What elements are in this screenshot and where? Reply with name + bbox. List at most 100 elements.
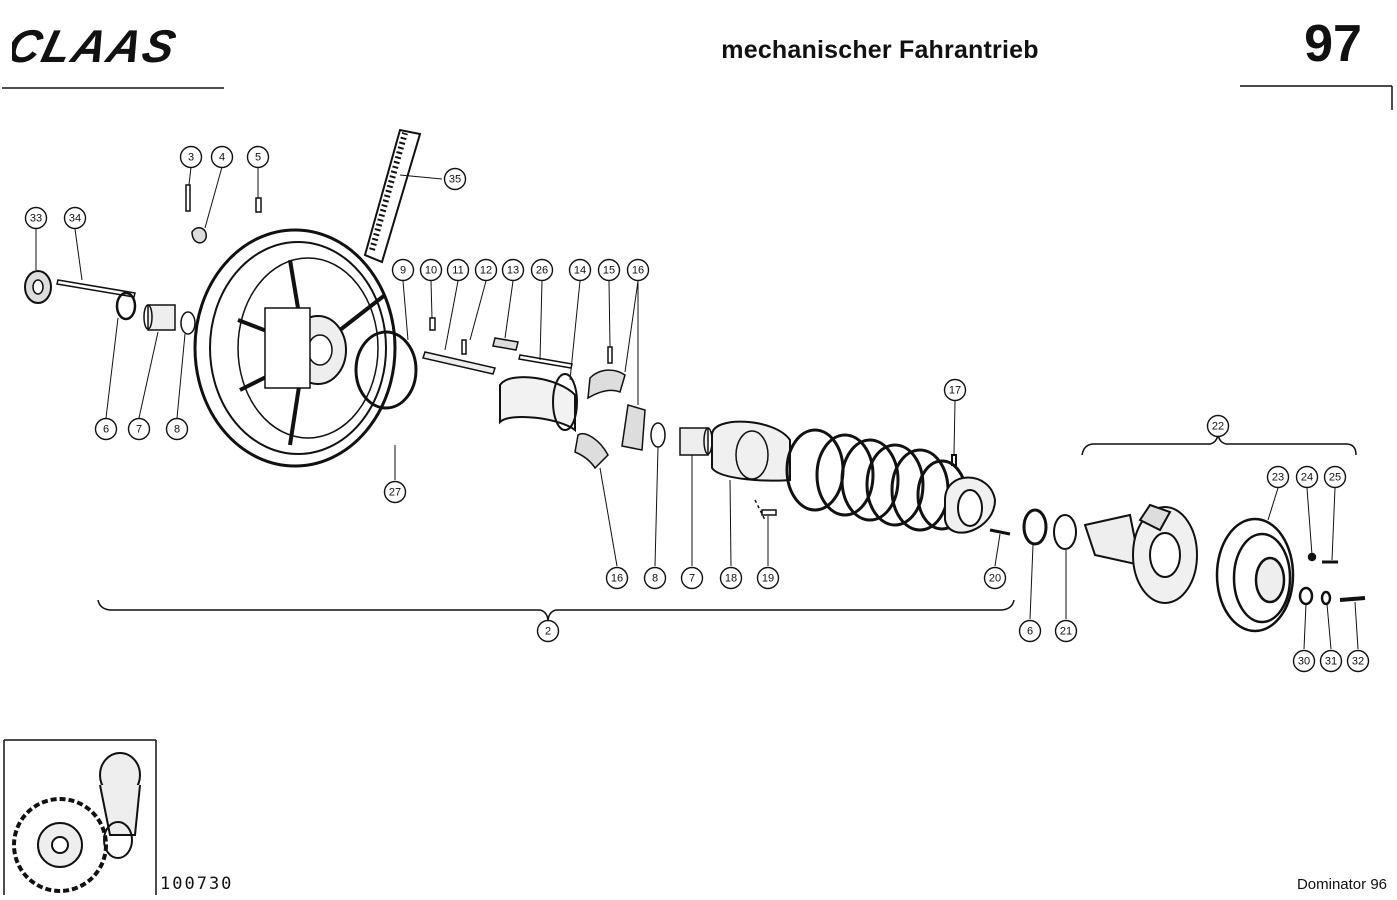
callout-label: 6 — [1027, 626, 1033, 638]
compression-spring-part — [785, 428, 968, 532]
callout-7: 7 — [680, 566, 704, 590]
callout-circle — [530, 258, 554, 282]
brake-drum-part — [1215, 517, 1366, 633]
callout-14: 14 — [568, 258, 592, 282]
callout-33: 33 — [24, 206, 48, 230]
callout-label: 16 — [632, 265, 644, 277]
callout-circle — [165, 417, 189, 441]
document-number: 100730 — [160, 874, 234, 894]
callout-label: 9 — [400, 265, 406, 277]
callout-label: 27 — [389, 487, 401, 499]
callout-circle — [943, 378, 967, 402]
callout-label: 30 — [1298, 656, 1310, 668]
callout-label: 34 — [69, 213, 81, 225]
callout-circle — [719, 566, 743, 590]
callout-circle — [536, 619, 560, 643]
callout-20: 20 — [983, 566, 1007, 590]
callout-24: 24 — [1295, 465, 1319, 489]
hub-part — [1083, 503, 1198, 604]
callout-circle — [383, 480, 407, 504]
callout-circle — [1323, 465, 1347, 489]
callout-27: 27 — [383, 480, 407, 504]
callout-label: 8 — [174, 424, 180, 436]
callout-circle — [391, 258, 415, 282]
callout-32: 32 — [1346, 649, 1370, 673]
callout-8: 8 — [643, 566, 667, 590]
callout-15: 15 — [597, 258, 621, 282]
callout-9: 9 — [391, 258, 415, 282]
callout-circle — [474, 258, 498, 282]
callout-label: 12 — [480, 265, 492, 277]
callout-23: 23 — [1266, 465, 1290, 489]
callout-circle — [179, 145, 203, 169]
callout-label: 35 — [449, 174, 461, 186]
callout-circle — [419, 258, 443, 282]
callout-label: 25 — [1329, 472, 1341, 484]
callout-16: 16 — [605, 566, 629, 590]
callout-circle — [983, 566, 1007, 590]
callout-3: 3 — [179, 145, 203, 169]
callout-label: 7 — [136, 424, 142, 436]
callout-label: 4 — [219, 152, 225, 164]
callout-circle — [127, 417, 151, 441]
callout-13: 13 — [501, 258, 525, 282]
page-title: mechanischer Fahrantrieb — [721, 36, 1039, 64]
callout-5: 5 — [246, 145, 270, 169]
callout-label: 31 — [1325, 656, 1337, 668]
variable-pulley-part — [193, 228, 397, 468]
callout-35: 35 — [443, 167, 467, 191]
callout-circle — [446, 258, 470, 282]
callout-label: 19 — [762, 573, 774, 585]
callout-30: 30 — [1292, 649, 1316, 673]
callout-17: 17 — [943, 378, 967, 402]
callout-circle — [1206, 414, 1230, 438]
callout-label: 8 — [652, 573, 658, 585]
callout-circle — [1054, 619, 1078, 643]
frame-lines — [2, 85, 1393, 895]
callout-circle — [501, 258, 525, 282]
callout-26: 26 — [530, 258, 554, 282]
callout-label: 20 — [989, 573, 1001, 585]
logo-text: CLAAS — [12, 22, 183, 70]
callout-6: 6 — [94, 417, 118, 441]
callout-circle — [24, 206, 48, 230]
callout-circle — [1295, 465, 1319, 489]
o-ring-part — [354, 330, 418, 410]
callout-31: 31 — [1319, 649, 1343, 673]
callout-4: 4 — [210, 145, 234, 169]
callout-label: 21 — [1060, 626, 1072, 638]
callout-label: 5 — [255, 152, 261, 164]
callout-circle — [443, 167, 467, 191]
callout-7: 7 — [127, 417, 151, 441]
callout-label: 23 — [1272, 472, 1284, 484]
callout-circle — [1346, 649, 1370, 673]
callout-circle — [597, 258, 621, 282]
callout-25: 25 — [1323, 465, 1347, 489]
spring-plate-part — [944, 454, 1011, 536]
callout-label: 33 — [30, 213, 42, 225]
callout-circle — [1319, 649, 1343, 673]
locator-thumbnail — [12, 752, 141, 893]
belt-part — [363, 128, 422, 264]
callout-circle — [756, 566, 780, 590]
callout-circle — [210, 145, 234, 169]
callout-circle — [1292, 649, 1316, 673]
middle-parts — [422, 317, 791, 521]
callout-label: 26 — [536, 265, 548, 277]
callout-label: 17 — [949, 385, 961, 397]
callout-label: 3 — [188, 152, 194, 164]
ring-part-2 — [1053, 514, 1077, 550]
machine-model: Dominator 96 — [1296, 876, 1387, 893]
callout-label: 16 — [611, 573, 623, 585]
callout-8: 8 — [165, 417, 189, 441]
callout-circle — [1266, 465, 1290, 489]
callout-circle — [63, 206, 87, 230]
callout-label: 6 — [103, 424, 109, 436]
callout-label: 14 — [574, 265, 586, 277]
callout-21: 21 — [1054, 619, 1078, 643]
callout-label: 7 — [689, 573, 695, 585]
callout-circle — [94, 417, 118, 441]
callout-circle — [568, 258, 592, 282]
